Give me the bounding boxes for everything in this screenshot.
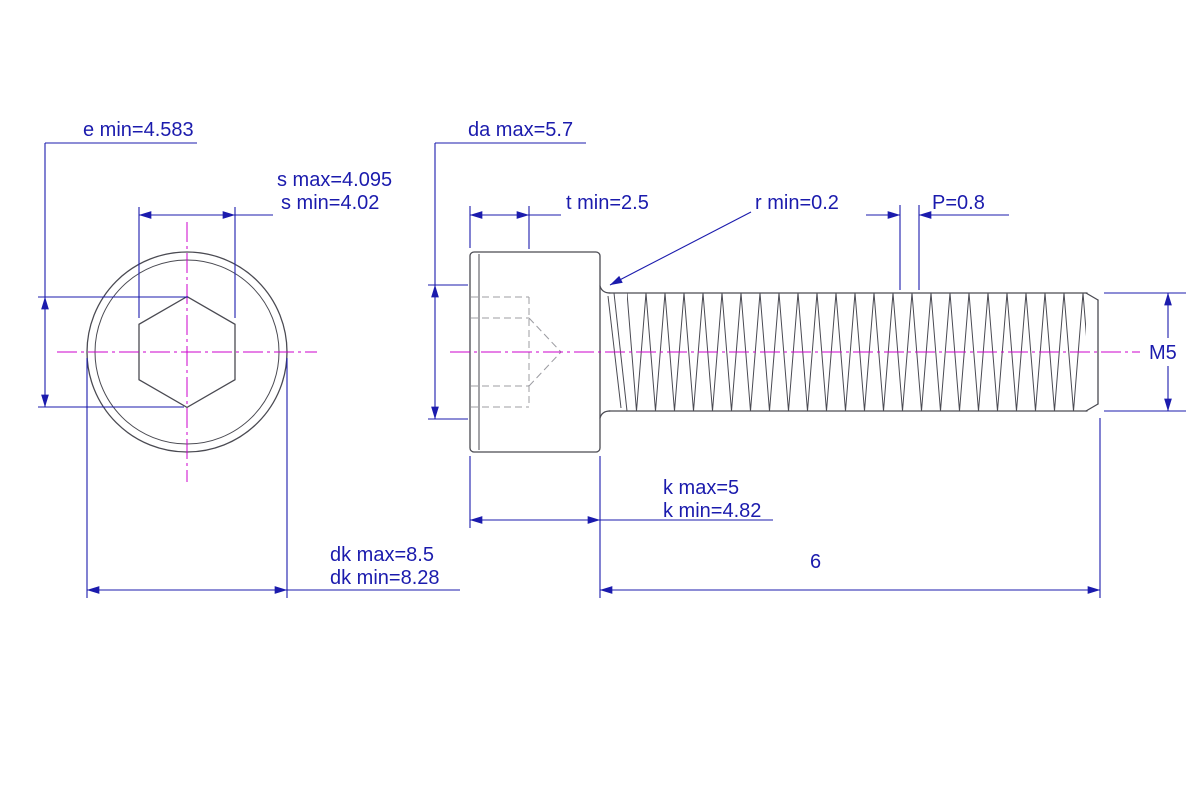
drill-point-hidden-line bbox=[528, 351, 562, 387]
dk-dimension: dk max=8.5 dk min=8.28 bbox=[86, 358, 460, 598]
length-dimension: 6 bbox=[599, 418, 1101, 598]
dimension-label-k-min: k min=4.82 bbox=[663, 500, 761, 522]
dimension-label-r-min: r min=0.2 bbox=[755, 192, 839, 214]
leader-arrow bbox=[609, 211, 752, 286]
dimension-label-e-min: e min=4.583 bbox=[83, 119, 194, 141]
end-view: e min=4.583 s max=4.095 s min=4.02 dk ma… bbox=[38, 119, 460, 598]
s-dimension: s max=4.095 s min=4.02 bbox=[138, 169, 392, 318]
hex-socket-outline bbox=[138, 295, 236, 409]
dimension-label-da-max: da max=5.7 bbox=[468, 119, 573, 141]
dimension-label-pitch: P=0.8 bbox=[932, 192, 985, 214]
hidden-socket-lines bbox=[471, 296, 562, 408]
dimension-label-k-max: k max=5 bbox=[663, 477, 739, 499]
drill-point-hidden-line bbox=[528, 317, 562, 353]
pitch-dimension: P=0.8 bbox=[866, 192, 1009, 290]
k-dimension: k max=5 k min=4.82 bbox=[469, 456, 773, 528]
dimension-label-t-min: t min=2.5 bbox=[566, 192, 649, 214]
dimension-label-dk-max: dk max=8.5 bbox=[330, 544, 434, 566]
end-chamfer-top bbox=[1085, 292, 1099, 301]
dimension-label-thread: M5 bbox=[1149, 342, 1177, 364]
e-dimension: e min=4.583 bbox=[38, 119, 197, 408]
dimension-label-s-max: s max=4.095 bbox=[277, 169, 392, 191]
end-chamfer-bottom bbox=[1085, 403, 1099, 412]
dimension-label-dk-min: dk min=8.28 bbox=[330, 567, 440, 589]
end-view-centerlines bbox=[57, 222, 317, 482]
under-head-fillet-top bbox=[599, 285, 611, 294]
dimension-label-s-min: s min=4.02 bbox=[281, 192, 379, 214]
t-dimension: t min=2.5 bbox=[469, 192, 649, 249]
da-dimension: da max=5.7 bbox=[428, 119, 586, 420]
side-view: da max=5.7 t min=2.5 r min=0.2 P=0.8 bbox=[428, 119, 1186, 598]
under-head-fillet-bottom bbox=[599, 410, 611, 419]
thread-dimension: M5 bbox=[1104, 292, 1186, 412]
r-dimension: r min=0.2 bbox=[609, 192, 839, 286]
dimension-label-length: 6 bbox=[810, 551, 821, 573]
